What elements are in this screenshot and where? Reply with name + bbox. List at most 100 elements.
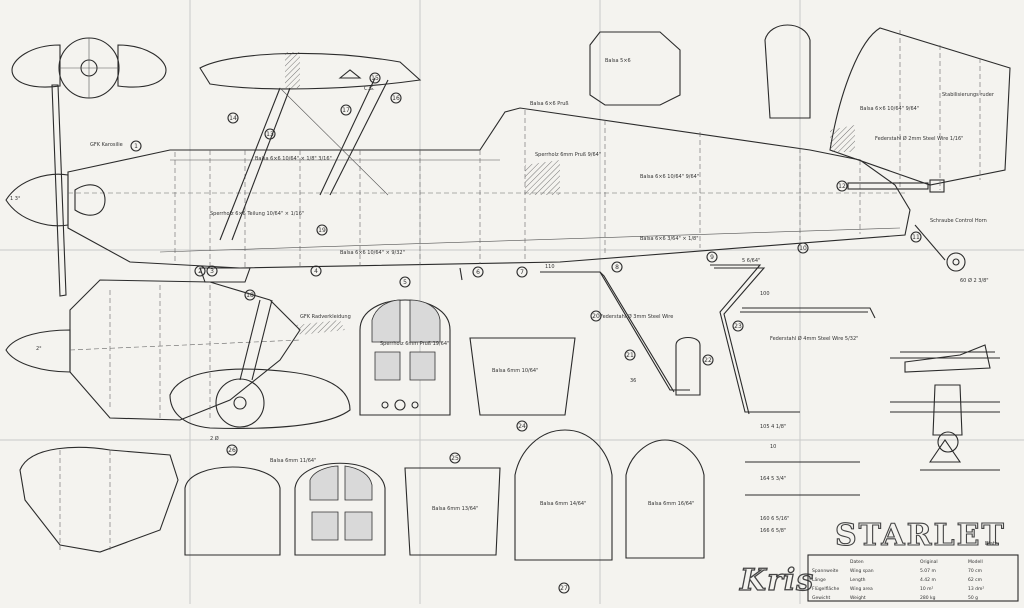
callout-circle — [910, 231, 922, 243]
callout-number: 10 — [799, 245, 807, 252]
callout-number: 11 — [912, 234, 920, 241]
spec-table-header: Daten — [850, 559, 864, 565]
callout-number: 20 — [592, 313, 600, 320]
bulkhead-2-label: Sperrholz 6mm Pruß 19/64" — [380, 341, 449, 347]
bulkhead-6-label: Balsa 6mm 16/64" — [648, 501, 694, 507]
top-formers: Balsa 5×6 — [589, 24, 811, 119]
callout-circle — [449, 452, 461, 464]
callout-circle — [797, 242, 809, 254]
callout-number: 22 — [704, 357, 712, 364]
spec-table-cell: Length — [850, 577, 866, 583]
callout-number: 9 — [710, 254, 714, 261]
spec-table-cell: 13 dm² — [968, 586, 984, 592]
callout-number: 3 — [210, 268, 214, 275]
spec-table-cell: 10 m² — [920, 586, 934, 592]
callout-number: 2 — [198, 268, 202, 275]
callout-number: 5 — [403, 279, 407, 286]
callout-circle — [226, 444, 238, 456]
callout-circle — [624, 349, 636, 361]
callout-circle — [836, 180, 848, 192]
callout-number: 17 — [342, 107, 350, 114]
callout-circle — [340, 104, 352, 116]
spec-table-cell: Weight — [850, 595, 866, 601]
bulkheads-row-2: Balsa 6mm 13/64" Balsa 6mm 14/64" Balsa … — [19, 429, 860, 561]
tail-fin — [829, 27, 1011, 272]
callout-number: 8 — [615, 264, 619, 271]
callout-number: 13 — [266, 131, 274, 138]
spec-table-cell: Länge — [812, 577, 826, 583]
designer-mark: Kris — [739, 563, 814, 598]
dim-100-label: 100 — [760, 291, 770, 297]
sperrholz-mid-label: Sperrholz 6mm Pruß 9/64" — [535, 152, 601, 158]
dim-166-label: 166 6 5/8" — [760, 528, 786, 534]
callout-number: 6 — [476, 269, 480, 276]
nose-angle-top-label: 2° — [36, 346, 42, 352]
federstahl-3-label: Federstahl Ø 2mm Steel Wire 1/16" — [875, 135, 963, 142]
callout-number: 1 — [134, 143, 138, 150]
side-view-fuselage — [5, 37, 911, 297]
balsa-5x6-label: Balsa 5×6 — [605, 58, 631, 64]
balsa-rear-label: Balsa 6×6 10/64" 9/64" — [640, 174, 699, 180]
dim-105-label: 105 4 1/8" — [760, 424, 786, 430]
callout-circle — [516, 420, 528, 432]
callout-number: 21 — [626, 352, 634, 359]
spec-table-cell: 280 kg — [920, 595, 936, 601]
callout-number: 16 — [392, 95, 400, 102]
callout-number: 25 — [451, 455, 459, 462]
label-texts: 1 3° 2° GFK Karosilie Balsa 6×6 10/64" ×… — [10, 92, 995, 534]
wheel-small-label: 2 Ø — [210, 435, 219, 442]
spec-table-cell: Wing area — [850, 586, 873, 592]
gfk-wheelpant-label: GFK Radverkleidung — [300, 314, 351, 320]
dim-110-label: 110 — [545, 264, 555, 270]
spec-table-header: Modell — [968, 559, 983, 565]
spec-table-cell: Spannweite — [812, 568, 839, 574]
cg-label: C.G. — [364, 86, 375, 92]
callout-number: 24 — [518, 423, 526, 430]
balsa-fin-label: Balsa 6×6 10/64" 9/64" — [860, 106, 919, 112]
callout-number: 19 — [318, 227, 326, 234]
spec-table-cell: Gewicht — [812, 595, 831, 601]
bulkhead-4-label: Balsa 6mm 13/64" — [432, 506, 478, 512]
sheet-note: Blatt — [985, 541, 997, 547]
callout-circle — [244, 289, 256, 301]
callout-circle — [130, 140, 142, 152]
dim-56-label: 5 6/64" — [742, 258, 760, 264]
sperrholz-front-label: Sperrholz 6×6 Teilung 10/64" × 1/16" — [210, 211, 304, 217]
callout-circle — [206, 265, 218, 277]
spec-table-cell: Flügelfläche — [812, 586, 839, 592]
balsa-tail-label: Balsa 6×6 3/64" × 1/8" — [640, 236, 699, 242]
dim-160-label: 160 6 5/16" — [760, 516, 789, 522]
callout-circle — [590, 310, 602, 322]
federstahl-1-label: Federstahl Ø 3mm Steel Wire — [600, 313, 673, 320]
callout-circle — [316, 224, 328, 236]
callout-number: 18 — [246, 292, 254, 299]
callout-circle — [732, 320, 744, 332]
federstahl-2-label: Federstahl Ø 4mm Steel Wire 5/32" — [770, 335, 858, 342]
bulkhead-5-label: Balsa 6mm 14/64" — [540, 501, 586, 507]
dim-164-label: 164 5 3/4" — [760, 476, 786, 482]
callout-circle — [702, 354, 714, 366]
schraube-label: Schraube Control Horn — [930, 218, 987, 224]
spec-table-header: Original — [920, 559, 938, 565]
spec-table-cell: 62 cm — [968, 577, 982, 583]
callout-circle — [516, 266, 528, 278]
bulkhead-1-label: Balsa 6mm 10/64" — [492, 368, 538, 374]
propeller-front-view — [11, 37, 167, 99]
spec-table-cell: Wing span — [850, 568, 874, 574]
dim-36-label: 36 — [630, 378, 636, 384]
callout-circle — [706, 251, 718, 263]
callout-circle — [310, 265, 322, 277]
balsa-mid-label: Balsa 6×6 Pruß — [530, 101, 569, 107]
callout-number: 14 — [229, 115, 237, 122]
callout-circle — [194, 265, 206, 277]
spec-table-cell: 4.42 m — [920, 577, 936, 583]
callout-number: 15 — [371, 75, 379, 82]
callout-circle — [264, 128, 276, 140]
balsa-top-label: Balsa 6×6 10/64" × 1/8" 3/16" — [255, 156, 332, 162]
bulkheads-row-1: Balsa 6mm 10/64" 110 Federstahl Ø 3mm St… — [359, 258, 876, 430]
fuselage-formers — [174, 110, 861, 268]
